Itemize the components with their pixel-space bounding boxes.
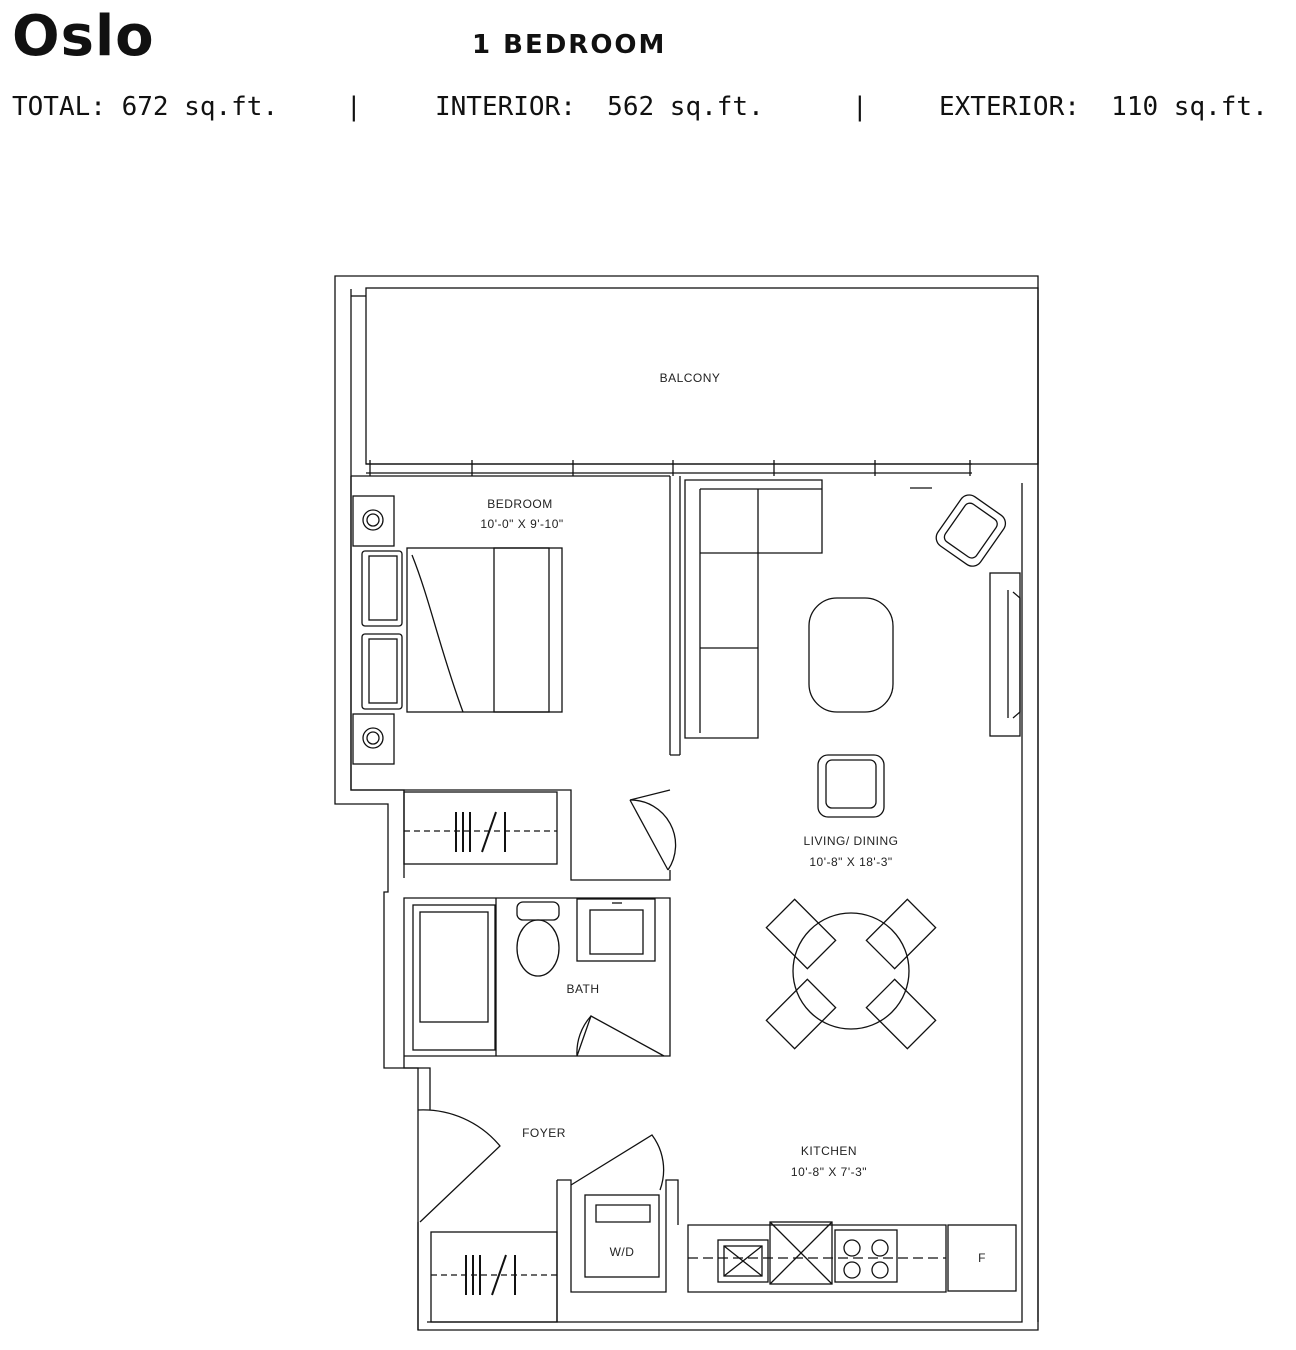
living-dining-dimensions: 10'-8" X 18'-3" (809, 855, 892, 869)
pillow-1 (361, 550, 403, 627)
room-label-foyer: FOYER (522, 1126, 566, 1140)
foyer-walls (417, 1067, 431, 1330)
dining-chairs (765, 898, 937, 1050)
bedroom-door (629, 789, 677, 871)
bedroom-closet (403, 791, 558, 865)
bedroom-dimensions: 10'-0" X 9'-10" (480, 517, 563, 531)
exterior-wall (334, 275, 1039, 1331)
bath-walls (403, 897, 671, 1069)
exterior-area: EXTERIOR: 110 sq.ft. (939, 92, 1268, 122)
room-label-bedroom: BEDROOM (487, 497, 553, 511)
window-mullions (369, 460, 971, 476)
entry-door (417, 1109, 501, 1223)
interior-area: INTERIOR: 562 sq.ft. (435, 92, 764, 122)
bed-pillow-section (493, 547, 550, 713)
interior-wall-line (350, 289, 1039, 1323)
vanity (576, 898, 656, 962)
kitchen-counter (687, 1224, 947, 1293)
bedroom-walls (350, 475, 671, 881)
sectional-sofa (684, 479, 823, 739)
armchair-center (817, 754, 885, 818)
washer-dryer-label: W/D (610, 1245, 635, 1259)
room-label-living-dining: LIVING/ DINING (803, 834, 898, 848)
dishwasher (769, 1221, 833, 1285)
armchair-corner (935, 494, 1007, 567)
room-label-balcony: BALCONY (660, 371, 721, 385)
foyer-closet (430, 1231, 558, 1323)
toilet-tank (516, 901, 560, 921)
washer-dryer (584, 1194, 660, 1278)
fridge-label: F (978, 1251, 986, 1265)
bed (406, 547, 563, 713)
toilet-bowl (516, 919, 560, 977)
media-unit (989, 572, 1021, 737)
room-label-kitchen: KITCHEN (801, 1144, 857, 1158)
pillow-2 (361, 633, 403, 710)
unit-type: 1 BEDROOM (472, 30, 667, 60)
foyer-closet-doors (465, 1254, 516, 1296)
kitchen-dimensions: 10'-8" X 7'-3" (791, 1165, 867, 1179)
bed-sheet-fold (411, 554, 464, 713)
nightstand-top (352, 495, 395, 547)
partition-wall (669, 476, 681, 756)
closet-door-marks (455, 811, 506, 853)
fridge (947, 1224, 1017, 1292)
room-label-bath: BATH (566, 982, 599, 996)
separator-1: | (346, 92, 362, 122)
balcony-door-track (366, 463, 972, 474)
tv (1007, 590, 1021, 719)
bathtub (412, 904, 496, 1051)
coffee-table (808, 597, 894, 713)
nightstand-bottom (352, 713, 395, 765)
total-area: TOTAL: 672 sq.ft. (12, 92, 279, 122)
cooktop (834, 1229, 898, 1283)
separator-2: | (852, 92, 868, 122)
bath-door (576, 1015, 665, 1057)
laundry-door (570, 1134, 665, 1191)
kitchen-sink (717, 1239, 769, 1283)
dining-table (792, 912, 910, 1030)
model-name: Oslo (12, 4, 155, 69)
